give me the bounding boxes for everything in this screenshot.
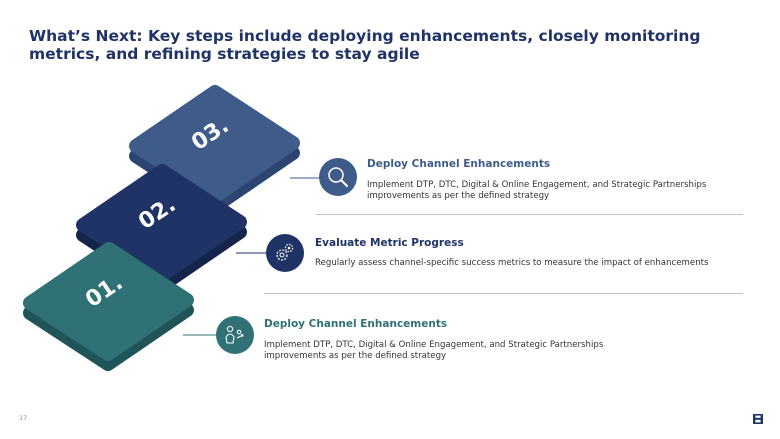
step-2-icon-circle: [266, 234, 304, 272]
gears-icon: [276, 243, 294, 261]
stairs-graphic: 03. 02. 01.: [23, 85, 319, 371]
step-2-heading: Evaluate Metric Progress: [315, 237, 464, 249]
step-1-icon-circle: [216, 316, 254, 354]
slide-title: What’s Next: Key steps include deploying…: [29, 27, 701, 63]
step-1-heading: Deploy Channel Enhancements: [264, 318, 448, 330]
magnifier-icon: [328, 167, 348, 187]
step-3-divider: [316, 214, 743, 215]
page-number: 17: [19, 414, 28, 422]
step-3-icon-circle: [319, 158, 357, 196]
step-3-heading: Deploy Channel Enhancements: [367, 158, 551, 170]
step-1-block: 01.: [23, 242, 194, 371]
step-2-divider: [264, 293, 743, 294]
step-1-description: Implement DTP, DTC, Digital & Online Eng…: [264, 340, 604, 361]
step-2-description: Regularly assess channel-specific succes…: [315, 258, 709, 268]
company-logo-icon: [753, 414, 763, 424]
team-growth-icon: [225, 325, 244, 344]
step-3-description: Implement DTP, DTC, Digital & Online Eng…: [367, 180, 707, 201]
